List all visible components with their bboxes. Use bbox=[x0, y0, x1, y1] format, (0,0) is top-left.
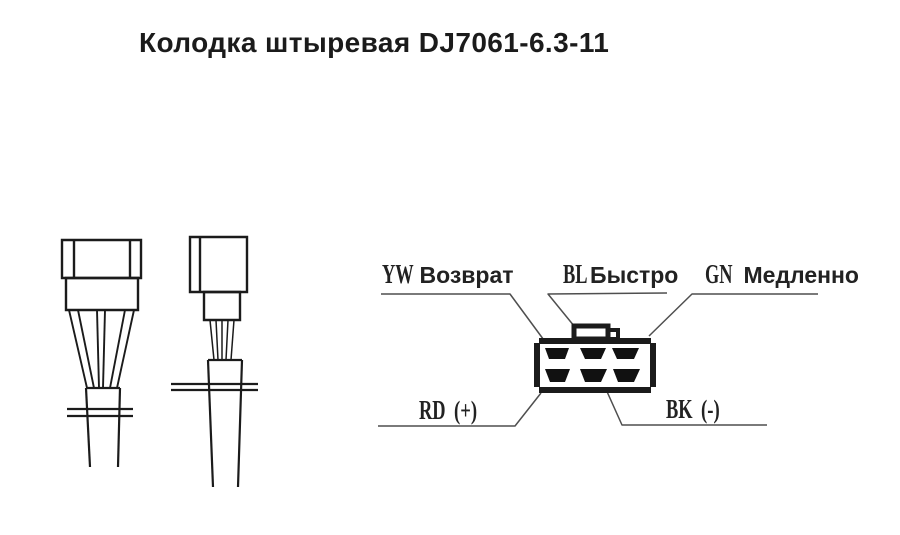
wire-polarity-rd: (+) bbox=[454, 396, 478, 425]
pin-bottom-right bbox=[613, 369, 640, 382]
wire-name-bl: Быстро bbox=[590, 262, 679, 288]
side-view-wires bbox=[210, 320, 234, 360]
side-view-housing-body bbox=[204, 292, 240, 320]
pin-top-right bbox=[612, 348, 639, 359]
wire-label-gn: GN Медленно bbox=[705, 261, 859, 288]
connector-front-view-drawing bbox=[62, 240, 141, 467]
pin-grid bbox=[545, 348, 640, 382]
front-view-wire-fan bbox=[69, 310, 134, 388]
latch-tab bbox=[574, 326, 608, 339]
connector-side-view-drawing bbox=[171, 237, 258, 487]
pin-top-middle bbox=[580, 348, 606, 359]
pin-top-left bbox=[545, 348, 569, 359]
side-view-sleeve-and-cable bbox=[171, 360, 258, 487]
wire-label-bk: BK (-) bbox=[666, 396, 727, 423]
leader-line-yw bbox=[381, 294, 549, 347]
leader-line-rd bbox=[378, 393, 541, 426]
front-view-housing-body bbox=[66, 278, 138, 310]
wire-label-yw: YW Возврат bbox=[382, 261, 514, 288]
wire-code-gn: GN bbox=[705, 259, 733, 289]
corner-notches bbox=[533, 337, 657, 393]
leader-line-gn bbox=[649, 294, 818, 336]
wire-label-bl: BL Быстро bbox=[563, 261, 678, 288]
pin-bottom-left bbox=[545, 369, 570, 382]
wire-name-gn: Медленно bbox=[743, 262, 859, 288]
connector-pinout-drawing bbox=[533, 326, 657, 393]
pin-bottom-middle bbox=[580, 369, 607, 382]
wire-code-bl: BL bbox=[563, 259, 588, 289]
wire-code-bk: BK bbox=[666, 394, 693, 424]
wire-name-yw: Возврат bbox=[419, 262, 514, 288]
wire-label-rd: RD (+) bbox=[419, 397, 486, 424]
page-title: Колодка штыревая DJ7061-6.3-11 bbox=[139, 27, 610, 58]
wire-polarity-bk: (-) bbox=[701, 395, 720, 424]
side-view-housing-top bbox=[190, 237, 247, 292]
front-view-sleeve-and-cable bbox=[67, 388, 133, 467]
wire-code-yw: YW bbox=[382, 259, 414, 289]
wire-code-rd: RD bbox=[419, 395, 446, 425]
